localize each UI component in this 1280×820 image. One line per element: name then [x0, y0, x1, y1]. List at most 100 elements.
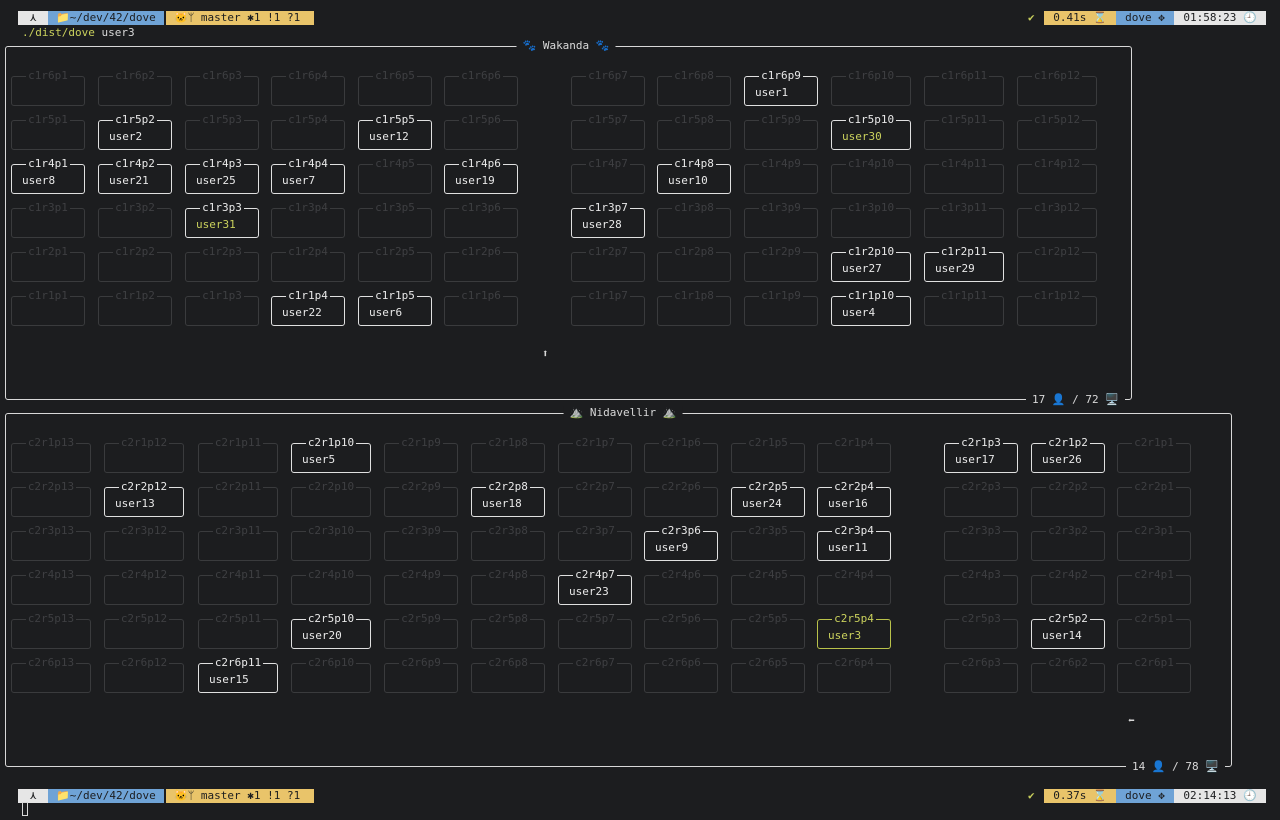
workstation-seat[interactable]: c1r2p7 — [571, 245, 645, 282]
workstation-seat[interactable]: c2r6p12 — [104, 656, 184, 693]
workstation-seat[interactable]: c2r5p8 — [471, 612, 545, 649]
workstation-seat[interactable]: c1r2p1 — [11, 245, 85, 282]
workstation-seat[interactable]: c1r5p12 — [1017, 113, 1097, 150]
workstation-seat[interactable]: c1r3p8 — [657, 201, 731, 238]
workstation-seat[interactable]: c2r1p13 — [11, 436, 91, 473]
workstation-seat[interactable]: c2r3p7 — [558, 524, 632, 561]
workstation-seat[interactable]: c2r4p11 — [198, 568, 278, 605]
workstation-seat[interactable]: c1r6p10 — [831, 69, 911, 106]
workstation-seat[interactable]: c2r6p13 — [11, 656, 91, 693]
workstation-seat[interactable]: c2r1p6 — [644, 436, 718, 473]
workstation-seat[interactable]: c1r6p8 — [657, 69, 731, 106]
workstation-seat[interactable]: c2r6p6 — [644, 656, 718, 693]
workstation-seat[interactable]: c2r4p5 — [731, 568, 805, 605]
workstation-seat[interactable]: c2r5p9 — [384, 612, 458, 649]
workstation-seat[interactable]: c2r1p5 — [731, 436, 805, 473]
workstation-seat[interactable]: c1r5p3 — [185, 113, 259, 150]
workstation-seat[interactable]: c2r2p1 — [1117, 480, 1191, 517]
workstation-seat[interactable]: c1r3p6 — [444, 201, 518, 238]
workstation-seat[interactable]: c2r5p12 — [104, 612, 184, 649]
workstation-seat[interactable]: c1r3p1 — [11, 201, 85, 238]
workstation-seat[interactable]: c1r6p2 — [98, 69, 172, 106]
workstation-seat[interactable]: c1r4p11 — [924, 157, 1004, 194]
workstation-seat[interactable]: c2r3p12 — [104, 524, 184, 561]
workstation-seat[interactable]: c2r2p2 — [1031, 480, 1105, 517]
workstation-seat[interactable]: c2r6p10 — [291, 656, 371, 693]
workstation-seat[interactable]: c1r4p12 — [1017, 157, 1097, 194]
workstation-seat[interactable]: c2r1p9 — [384, 436, 458, 473]
workstation-seat[interactable]: c1r5p4 — [271, 113, 345, 150]
workstation-seat[interactable]: c1r2p6 — [444, 245, 518, 282]
workstation-seat[interactable]: c1r5p1 — [11, 113, 85, 150]
workstation-seat[interactable]: c2r2p13 — [11, 480, 91, 517]
workstation-seat[interactable]: c2r6p3 — [944, 656, 1018, 693]
workstation-seat[interactable]: c1r3p12 — [1017, 201, 1097, 238]
workstation-seat[interactable]: c2r6p8 — [471, 656, 545, 693]
workstation-seat[interactable]: c2r1p1 — [1117, 436, 1191, 473]
workstation-seat[interactable]: c1r3p11 — [924, 201, 1004, 238]
workstation-seat[interactable]: c2r6p1 — [1117, 656, 1191, 693]
workstation-seat[interactable]: c2r6p4 — [817, 656, 891, 693]
workstation-seat[interactable]: c1r2p2 — [98, 245, 172, 282]
workstation-seat[interactable]: c2r4p12 — [104, 568, 184, 605]
workstation-seat[interactable]: c2r3p13 — [11, 524, 91, 561]
workstation-seat[interactable]: c2r4p1 — [1117, 568, 1191, 605]
workstation-seat[interactable]: c1r2p9 — [744, 245, 818, 282]
workstation-seat[interactable]: c2r6p5 — [731, 656, 805, 693]
workstation-seat[interactable]: c2r5p6 — [644, 612, 718, 649]
workstation-seat[interactable]: c1r6p5 — [358, 69, 432, 106]
workstation-seat[interactable]: c2r5p11 — [198, 612, 278, 649]
workstation-seat[interactable]: c1r2p3 — [185, 245, 259, 282]
workstation-seat[interactable]: c2r3p1 — [1117, 524, 1191, 561]
workstation-seat[interactable]: c1r1p6 — [444, 289, 518, 326]
workstation-seat[interactable]: c2r1p7 — [558, 436, 632, 473]
workstation-seat[interactable]: c2r5p1 — [1117, 612, 1191, 649]
workstation-seat[interactable]: c1r5p7 — [571, 113, 645, 150]
workstation-seat[interactable]: c1r6p4 — [271, 69, 345, 106]
workstation-seat[interactable]: c2r5p3 — [944, 612, 1018, 649]
workstation-seat[interactable]: c2r3p5 — [731, 524, 805, 561]
workstation-seat[interactable]: c2r4p3 — [944, 568, 1018, 605]
workstation-seat[interactable]: c2r2p9 — [384, 480, 458, 517]
workstation-seat[interactable]: c1r6p6 — [444, 69, 518, 106]
workstation-seat[interactable]: c1r3p4 — [271, 201, 345, 238]
workstation-seat[interactable]: c2r2p11 — [198, 480, 278, 517]
workstation-seat[interactable]: c2r4p6 — [644, 568, 718, 605]
workstation-seat[interactable]: c2r1p12 — [104, 436, 184, 473]
workstation-seat[interactable]: c2r3p3 — [944, 524, 1018, 561]
workstation-seat[interactable]: c1r4p10 — [831, 157, 911, 194]
workstation-seat[interactable]: c2r6p2 — [1031, 656, 1105, 693]
workstation-seat[interactable]: c1r2p4 — [271, 245, 345, 282]
workstation-seat[interactable]: c1r1p11 — [924, 289, 1004, 326]
workstation-seat[interactable]: c1r3p9 — [744, 201, 818, 238]
workstation-seat[interactable]: c1r2p12 — [1017, 245, 1097, 282]
workstation-seat[interactable]: c1r4p9 — [744, 157, 818, 194]
terminal-cursor[interactable] — [22, 802, 28, 816]
workstation-seat[interactable]: c1r3p5 — [358, 201, 432, 238]
workstation-seat[interactable]: c2r2p10 — [291, 480, 371, 517]
workstation-seat[interactable]: c1r1p1 — [11, 289, 85, 326]
workstation-seat[interactable]: c2r6p9 — [384, 656, 458, 693]
workstation-seat[interactable]: c1r1p3 — [185, 289, 259, 326]
workstation-seat[interactable]: c2r4p8 — [471, 568, 545, 605]
workstation-seat[interactable]: c2r3p2 — [1031, 524, 1105, 561]
workstation-seat[interactable]: c2r3p10 — [291, 524, 371, 561]
scroll-up-icon[interactable]: ⬆ — [542, 347, 549, 360]
